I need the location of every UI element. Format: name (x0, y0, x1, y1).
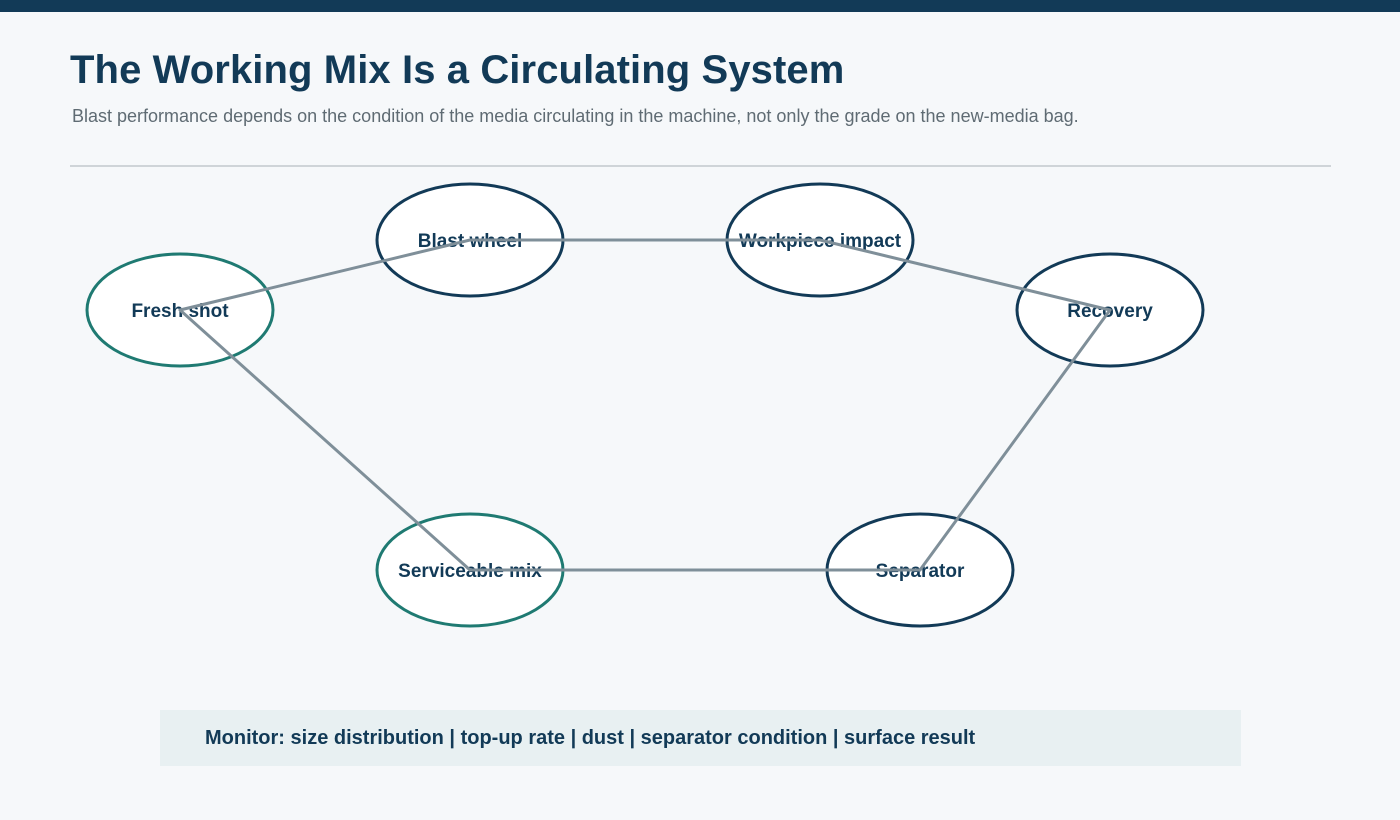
connector-recovery-to-separator (918, 308, 1112, 572)
header-divider (70, 165, 1331, 167)
connector-workpiece-impact-to-recovery (818, 238, 1112, 312)
top-accent-bar (0, 0, 1400, 12)
connector-serviceable-mix-to-fresh-shot (178, 308, 472, 572)
node-separator-label: Separator (876, 561, 965, 582)
page-title: The Working Mix Is a Circulating System (70, 48, 845, 92)
monitor-panel: Monitor: size distribution | top-up rate… (160, 710, 1241, 766)
connector-layer (178, 238, 1112, 572)
connector-fresh-shot-to-blast-wheel (178, 238, 472, 312)
monitor-text: Monitor: size distribution | top-up rate… (205, 727, 976, 749)
page-subtitle: Blast performance depends on the conditi… (72, 106, 1079, 126)
